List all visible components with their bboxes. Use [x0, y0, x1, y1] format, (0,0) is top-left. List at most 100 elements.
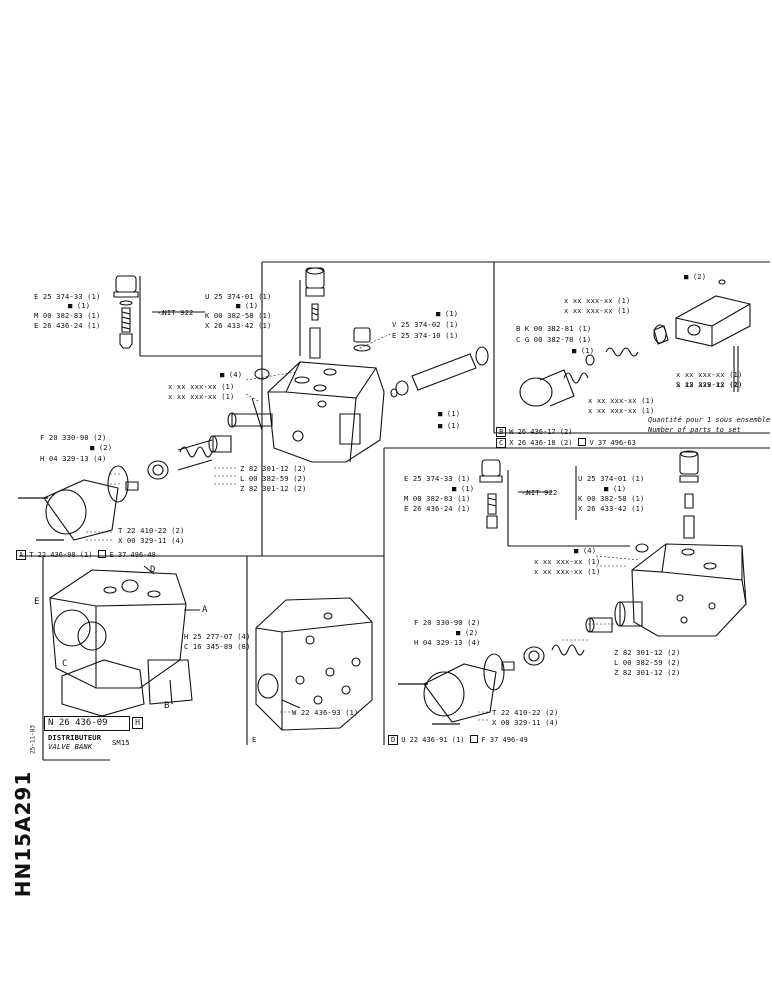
panel-a-label-5: ◁NIT 922 — [158, 308, 194, 317]
quantity-note-fr: Quantité pour 1 sous ensemble — [648, 416, 771, 424]
panel-a-cap-assembly — [113, 267, 325, 359]
panel-a-spool-parts — [18, 435, 232, 541]
panel-d-label-9: X 26 433-42 (1) — [578, 504, 645, 513]
panel-b-label-5: C G 00 382-78 (1) — [516, 335, 592, 344]
callout-c: C — [62, 659, 68, 669]
panel-d-label-18: Z 82 301-12 (2) — [614, 668, 681, 677]
panel-b-label-11: x xx xxx-xx (1) — [588, 406, 655, 415]
panel-a-label-24: T 22 410-22 (2) — [118, 526, 185, 535]
panel-d-label-6: U 25 374-01 (1) — [578, 474, 645, 483]
panel-b-label-3: x xx xxx-xx (1) — [564, 306, 631, 315]
title-en: VALVE BANK — [48, 742, 93, 751]
panel-d-label-20: X 00 329-11 (4) — [492, 718, 559, 727]
panel-d-label-16: Z 82 301-12 (2) — [614, 648, 681, 657]
panel-d-label-13: F 20 330-90 (2) — [414, 618, 481, 627]
panel-a-label-3: M 00 382-83 (1) — [34, 311, 101, 320]
panel-c-ref3: V 37 496-63 — [589, 439, 636, 447]
panel-a-label-20: H 04 329-13 (4) — [40, 454, 107, 463]
panel-d-label-8: K 00 382-58 (1) — [578, 494, 645, 503]
panel-d-label-3: M 00 382-83 (1) — [404, 494, 471, 503]
assembly-label-1: H 25 277-07 (4) — [184, 632, 251, 641]
panel-e-letter: E — [252, 736, 257, 744]
panel-a-label-2: ■ (1) — [68, 301, 91, 310]
panel-b-label-2: x xx xxx-xx (1) — [564, 296, 631, 305]
part-ref: N 26 436-09 — [48, 718, 108, 728]
panel-d-label-4: E 26 436-24 (1) — [404, 504, 471, 513]
panel-a-label-6: U 25 374-01 (1) — [205, 292, 272, 301]
panel-b-ref1: W 26 436-17 (2) — [509, 428, 573, 436]
panel-e-reference: E — [252, 736, 256, 744]
panel-a-label-8: K 00 382-58 (1) — [205, 311, 272, 320]
panel-d-label-1: E 25 374-33 (1) — [404, 474, 471, 483]
panel-a-label-4: E 26 436-24 (1) — [34, 321, 101, 330]
panel-a-label-16: ■ (1) — [438, 409, 461, 418]
sheet-code-block: HN15A291 — [6, 762, 36, 912]
panel-a-label-25: X 00 329-11 (4) — [118, 536, 185, 545]
panel-d-letter: D — [388, 735, 399, 745]
panel-d-ref2: F 37 496-49 — [481, 736, 528, 744]
panel-b-label-10: x xx xxx-xx (1) — [588, 396, 655, 405]
panel-a-ref2: E 37 496-48 — [109, 551, 156, 559]
panel-a-label-12: E 25 374-10 (1) — [392, 331, 459, 340]
panel-a-ref1: T 22 436-90 (1) — [29, 551, 93, 559]
panel-a-label-7: ■ (1) — [236, 301, 259, 310]
callout-b: B — [164, 701, 170, 711]
panel-a-label-14: x xx xxx-xx (1) — [168, 382, 235, 391]
panel-a-label-19: ■ (2) — [90, 443, 113, 452]
panel-a-label-22: L 00 382-59 (2) — [240, 474, 307, 483]
checkbox-icon — [470, 735, 479, 743]
panel-e-housing — [255, 597, 373, 731]
panel-a-label-17: ■ (1) — [438, 421, 461, 430]
panel-b-label-7: x xx xxx-xx (1) — [676, 370, 743, 379]
panel-a-label-21: Z 82 301-12 (2) — [240, 464, 307, 473]
assembly-label-2: C 16 345-89 (8) — [184, 642, 251, 651]
panel-b-label-1: ■ (2) — [684, 272, 707, 281]
panel-a-label-10: ■ (1) — [436, 309, 459, 318]
panel-d-label-7: ■ (1) — [604, 484, 627, 493]
assembly-overview — [49, 565, 200, 717]
panel-a-letter: A — [16, 550, 27, 560]
panel-d-cap-assembly — [479, 450, 699, 547]
panel-d-label-5: ◁NIT 922 — [522, 488, 558, 497]
panel-b-label-9: S 13 329-12 (2) — [676, 380, 743, 389]
checkbox-icon — [98, 550, 107, 558]
panel-b-spool-end — [519, 279, 751, 407]
panel-d-label-10: ■ (4) — [574, 546, 597, 555]
panel-d-label-14: ■ (2) — [456, 628, 479, 637]
panel-c-letter: C — [496, 438, 507, 448]
checkbox-icon — [578, 438, 587, 446]
callout-e: E — [34, 597, 40, 607]
panel-d-label-11: x xx xxx-xx (1) — [534, 557, 601, 566]
callout-d: D — [150, 565, 156, 575]
panel-a-label-9: X 26 433-42 (1) — [205, 321, 272, 330]
panel-a-label-15: x xx xxx-xx (1) — [168, 392, 235, 401]
panel-d-spool-parts — [398, 617, 613, 725]
panel-d-label-19: T 22 410-22 (2) — [492, 708, 559, 717]
part-ref-flag: H — [132, 717, 143, 729]
panel-c-ref2: X 26 436-18 (2) — [509, 439, 573, 447]
panel-b-label-4: B K 00 382-81 (1) — [516, 324, 592, 333]
sheet-date: 25-11-83 — [29, 725, 37, 754]
panel-a-label-18: F 20 330-90 (2) — [40, 433, 107, 442]
panel-a-label-11: V 25 374-02 (1) — [392, 320, 459, 329]
panel-d-label-12: x xx xxx-xx (1) — [534, 567, 601, 576]
panel-b-letter: B — [496, 427, 507, 437]
panel-b-label-6: ■ (1) — [572, 346, 595, 355]
part-ref-box: N 26 436-09 H — [44, 716, 143, 731]
sheet-date-block: 25-11-83 — [26, 716, 38, 766]
panel-d-ref1: U 22 436-91 (1) — [401, 736, 465, 744]
callout-a: A — [202, 605, 208, 615]
panel-d-valve-body — [614, 543, 747, 637]
panel-d-label-15: H 04 329-13 (4) — [414, 638, 481, 647]
quantity-note-en: Number of parts to set — [648, 426, 741, 434]
leader-lines — [86, 333, 641, 721]
model: SM15 — [112, 738, 130, 747]
panel-b-label-8: x xx xxx-xx (1) — [676, 380, 743, 389]
panel-d-label-2: ■ (1) — [452, 484, 475, 493]
sheet-code: HN15A291 — [11, 770, 35, 898]
